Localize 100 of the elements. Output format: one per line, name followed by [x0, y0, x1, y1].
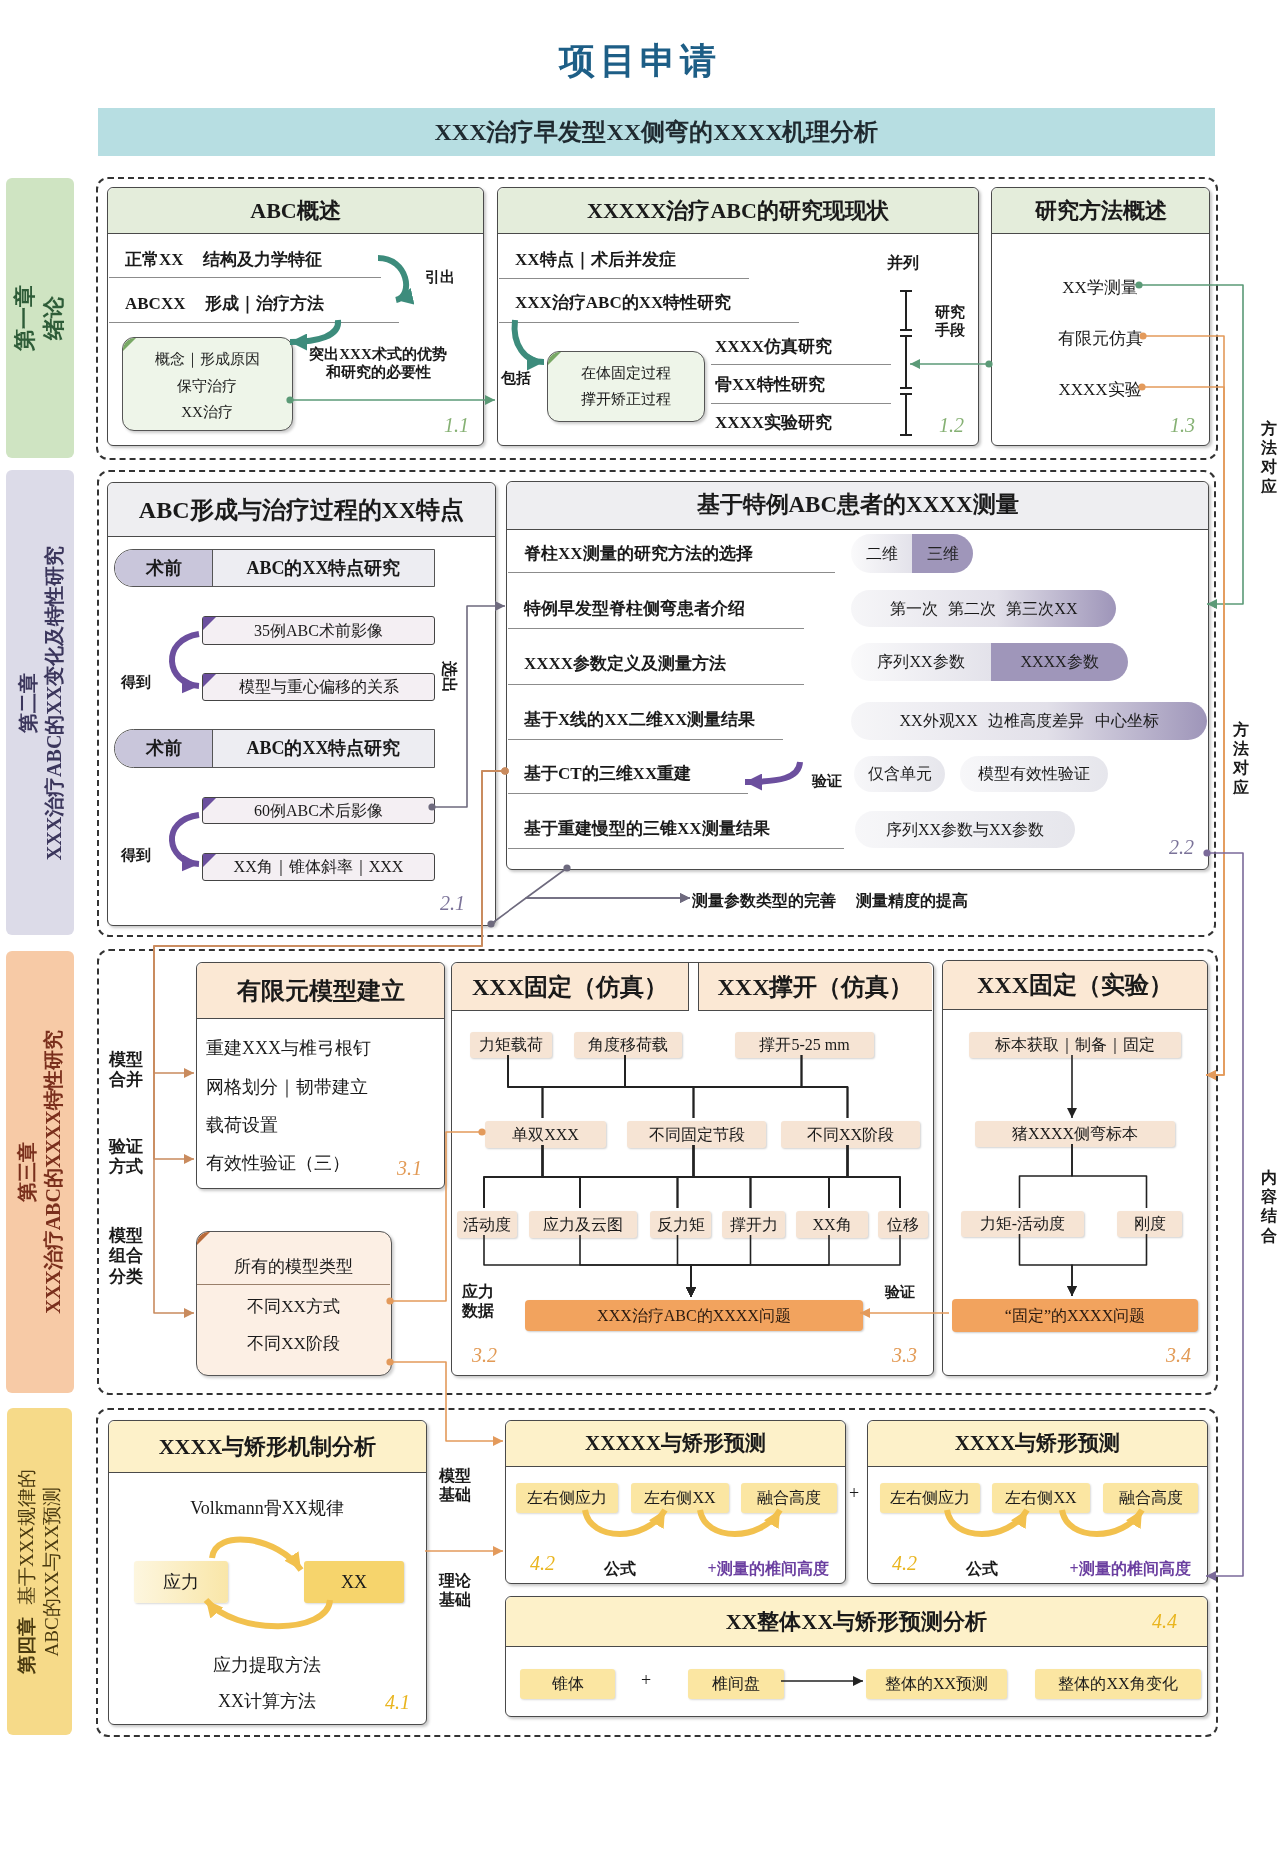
rounded-card: [547, 351, 705, 422]
list-item: XXXX实验研究: [711, 406, 891, 440]
tag-pill: 位移: [878, 1211, 928, 1238]
topic-label: ABC的XX特点研究: [213, 550, 434, 586]
edge-label: 模型组合分类: [108, 1226, 144, 1288]
underlined-item: XX特点｜术后并发症: [499, 242, 749, 279]
factor-pill: 左右侧应力: [516, 1483, 618, 1513]
section-header: 有限元模型建立: [197, 963, 444, 1019]
factor-pill: 椎间盘: [688, 1669, 784, 1699]
section-number: 4.2: [530, 1551, 555, 1575]
body-text: 应力提取方法: [212, 1654, 322, 1677]
tag-pill: 撑开5-25 mm: [735, 1032, 874, 1058]
underlined-item: 基于X线的XX二维XX测量结果: [508, 700, 783, 740]
list-item: 撑开矫正过程: [579, 390, 672, 409]
section-panel: [107, 482, 496, 926]
list-item: 不同XX方式: [246, 1296, 341, 1318]
section-number: 1.1: [444, 413, 469, 437]
underlined-item: ABCXX 形成｜治疗方法: [109, 285, 399, 323]
edge-label: 得到: [120, 846, 152, 864]
rounded-card: [196, 1231, 392, 1376]
section-header: 研究方法概述: [992, 188, 1209, 234]
chapter-band: [6, 470, 74, 935]
bracket-symbol: [899, 290, 913, 436]
list-item: 概念｜形成原因: [153, 350, 261, 370]
chapter-band: [7, 1408, 72, 1735]
list-item: 不同XX阶段: [246, 1333, 341, 1355]
soft-pill: 模型有效性验证: [960, 756, 1108, 792]
section-number: 1.3: [1170, 413, 1195, 437]
underlined-item: XXX治疗ABC的XX特性研究: [499, 284, 799, 323]
section-header: 基于特例ABC患者的XXXX测量: [507, 482, 1208, 530]
underlined-item: XXXX参数定义及测量方法: [508, 644, 804, 685]
tag-text: 60例ABC术后影像: [254, 800, 383, 821]
list-item: 在体固定过程: [579, 364, 672, 383]
body-text: XX计算方法: [217, 1690, 317, 1713]
method-item: XXXX实验: [1055, 377, 1145, 403]
chapter-title: XXX治疗ABC的XXXX特性研究: [41, 1030, 65, 1314]
body-text: Volkmann骨XX规律: [189, 1497, 345, 1520]
selected-option: 三维: [912, 534, 973, 573]
underlined-item: 基于重建慢型的三锥XX测量结果: [508, 809, 844, 849]
section-header: ABC形成与治疗过程的XX特点: [108, 483, 495, 537]
section-header: ABC概述: [108, 188, 483, 234]
edge-label: 验证: [883, 1283, 916, 1301]
curved-arrow: [582, 1508, 668, 1537]
stage-label: 术前: [115, 550, 213, 586]
body-text: 载荷设置: [206, 1114, 279, 1137]
arrow: [286, 395, 496, 405]
section-panel: [867, 1420, 1208, 1584]
factor-pill: 融合高度: [741, 1483, 837, 1513]
arrow: [780, 1676, 864, 1686]
section-panel: [196, 962, 445, 1189]
section-number: 3.4: [1166, 1343, 1191, 1367]
side-note: 并列: [886, 253, 920, 273]
tab-header: XXX撑开（仿真）: [698, 963, 932, 1011]
rounded-card: [122, 337, 293, 431]
tag-pill: 应力及云图: [529, 1211, 637, 1238]
list-item: 保守治疗: [176, 377, 238, 396]
chapter-band: [6, 951, 74, 1393]
factor-pill: 左右侧XX: [992, 1483, 1090, 1513]
result-text: 测量参数类型的完善 测量精度的提高: [692, 888, 1032, 914]
edge-label: 突出XXX术式的优势和研究的必要性: [308, 345, 448, 381]
chapter-band: [6, 178, 74, 458]
tag-pill: 单双XXX: [485, 1121, 606, 1148]
section-header: XXX固定（实验）: [943, 961, 1207, 1010]
arrow: [428, 601, 506, 811]
body-text: 公式: [965, 1559, 999, 1579]
tag-pill: 力矩载荷: [470, 1032, 552, 1058]
section-number: 4.1: [385, 1690, 410, 1714]
underlined-item: 特例早发型脊柱侧弯患者介绍: [508, 589, 804, 629]
method-item: 有限元仿真: [1054, 326, 1146, 352]
connector-line: [386, 1128, 486, 1305]
arrow: [1067, 1233, 1148, 1297]
edge-label: 模型基础: [438, 1466, 472, 1505]
arrow: [859, 1308, 950, 1318]
tag-pill: 撑开力: [722, 1211, 785, 1238]
dashed-frame: [97, 949, 1218, 1395]
connector-line: [800, 1054, 849, 1119]
chapter-number: 第一章: [11, 285, 39, 351]
page-title: 项目申请: [559, 40, 721, 83]
edge-label: 验证: [810, 772, 843, 790]
result-bar: “固定”的XXXX问题: [952, 1299, 1198, 1332]
factor-pill: XX: [304, 1561, 404, 1603]
tab-header: XXX固定（仿真）: [452, 963, 689, 1011]
curved-arrow: [944, 1508, 1030, 1537]
edge-label: 验证方式: [107, 1137, 144, 1178]
gradient-pill: XX外观XX 边椎高度差异 中心坐标: [851, 702, 1207, 740]
tag-pill: 反力矩: [650, 1211, 711, 1238]
underlined-item: 正常XX 结构及力学特征: [109, 242, 381, 278]
body-text: 重建XXX与椎弓根钉: [206, 1037, 372, 1060]
arrow: [153, 767, 509, 1318]
tag-pill: XX角: [796, 1211, 868, 1238]
tag-box: [202, 616, 435, 645]
section-number: 3.2: [472, 1343, 497, 1367]
arrow: [909, 359, 993, 369]
tag-pill: 活动度: [457, 1211, 517, 1238]
factor-pill: 整体的XX角变化: [1035, 1669, 1201, 1699]
method-item: XX学测量: [1058, 275, 1142, 301]
stage-pill: [114, 729, 435, 768]
tag-pill: 猪XXXX侧弯标本: [975, 1121, 1175, 1147]
chapter-number: 第二章: [15, 672, 39, 733]
tag-pill: 标本获取｜制备｜固定: [969, 1032, 1181, 1058]
